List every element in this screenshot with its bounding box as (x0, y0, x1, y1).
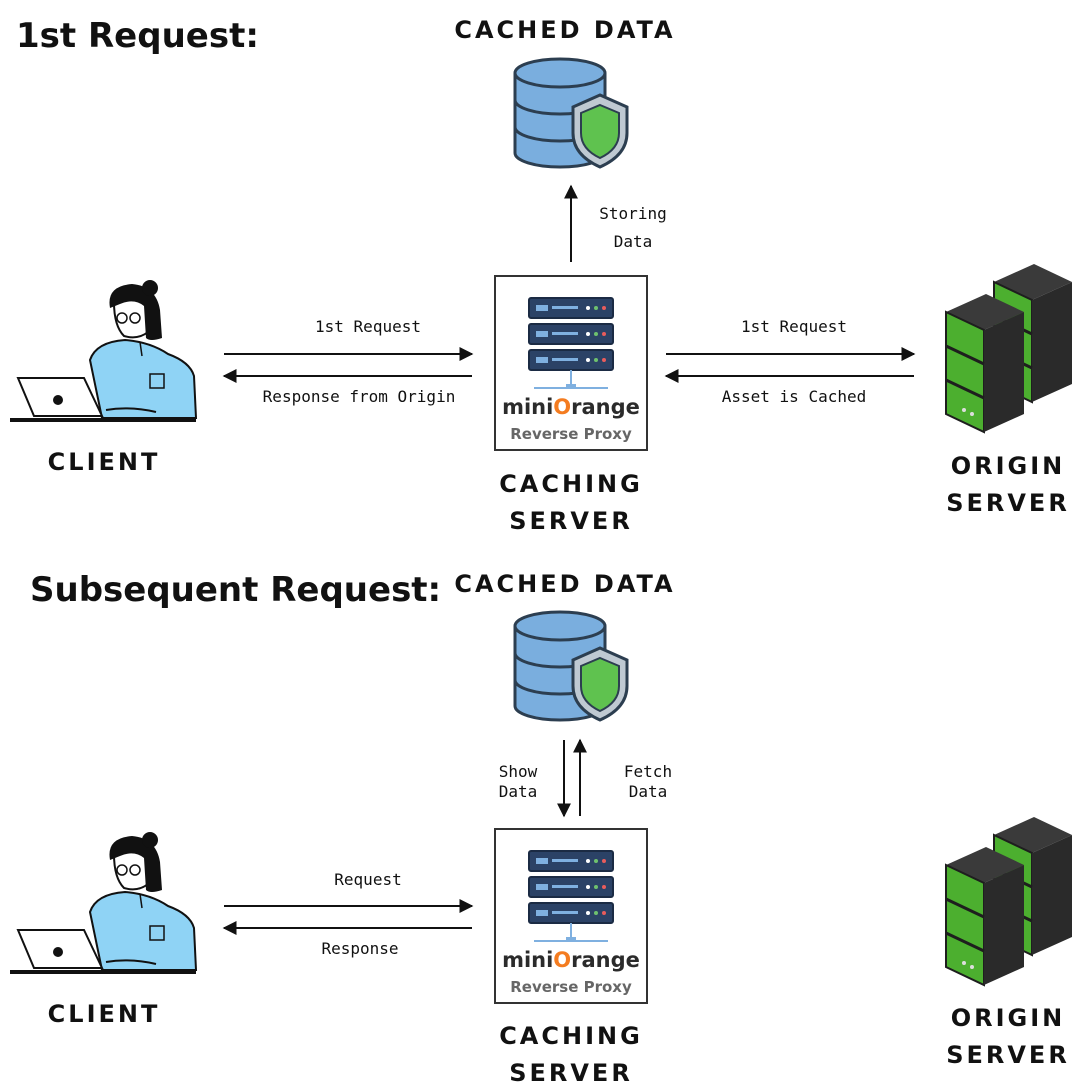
storing-data-label: Storing Data (583, 200, 683, 256)
section-heading-first: 1st Request: (16, 16, 259, 56)
origin-label-line1: ORIGIN (950, 452, 1066, 480)
origin-label-line2: SERVER (946, 489, 1070, 517)
proxy-to-client-label: Response from Origin (262, 387, 456, 406)
client-person-icon (10, 832, 198, 974)
origin-server-icon (945, 817, 1072, 987)
origin-server-label: ORIGIN SERVER (936, 448, 1080, 522)
caching-label-line2: SERVER (509, 1059, 633, 1087)
client-to-proxy-label: 1st Request (315, 317, 421, 336)
fetch-data-label: Fetch Data (608, 762, 688, 802)
proxy-brand-logo: miniOrange (496, 948, 646, 972)
caching-server-label: CACHING SERVER (470, 466, 672, 540)
caching-server-box: miniOrange Reverse Proxy (494, 828, 648, 1004)
proxy-subtitle: Reverse Proxy (510, 425, 632, 443)
origin-server-label-2: ORIGIN SERVER (936, 1000, 1080, 1074)
client-label-2: CLIENT (47, 1000, 161, 1028)
origin-label-line2: SERVER (946, 1041, 1070, 1069)
database-icon (513, 57, 629, 169)
server-rack-icon (528, 850, 614, 942)
client-label: CLIENT (47, 448, 161, 476)
brand-mini: mini (502, 395, 554, 419)
cached-data-title-2: CACHED DATA (454, 570, 676, 598)
brand-o-icon: O (553, 948, 572, 972)
cached-data-title: CACHED DATA (454, 16, 676, 44)
origin-to-proxy-label: Asset is Cached (721, 387, 867, 406)
proxy-brand-logo: miniOrange (496, 395, 646, 419)
section-heading-subsequent: Subsequent Request: (30, 570, 442, 610)
caching-server-box: miniOrange Reverse Proxy (494, 275, 648, 451)
response-label: Response (321, 939, 399, 958)
client-person-icon (10, 280, 198, 422)
caching-label-line1: CACHING (499, 1022, 643, 1050)
request-label: Request (334, 870, 402, 889)
brand-range: range (571, 948, 640, 972)
storing-label-line2: Data (613, 232, 653, 251)
caching-label-line2: SERVER (509, 507, 633, 535)
fetch-label-line1: Fetch (623, 762, 673, 781)
fetch-label-line2: Data (628, 782, 668, 801)
origin-server-icon (945, 264, 1072, 434)
caching-label-line1: CACHING (499, 470, 643, 498)
show-data-label: Show Data (478, 762, 558, 802)
show-label-line1: Show (498, 762, 538, 781)
storing-label-line1: Storing (599, 204, 667, 223)
brand-range: range (571, 395, 640, 419)
proxy-to-origin-label: 1st Request (741, 317, 847, 336)
proxy-subtitle: Reverse Proxy (510, 978, 632, 996)
database-icon (513, 610, 629, 722)
origin-label-line1: ORIGIN (950, 1004, 1066, 1032)
brand-o-icon: O (553, 395, 572, 419)
brand-mini: mini (502, 948, 554, 972)
caching-server-label-2: CACHING SERVER (470, 1018, 672, 1092)
show-label-line2: Data (498, 782, 538, 801)
server-rack-icon (528, 297, 614, 389)
